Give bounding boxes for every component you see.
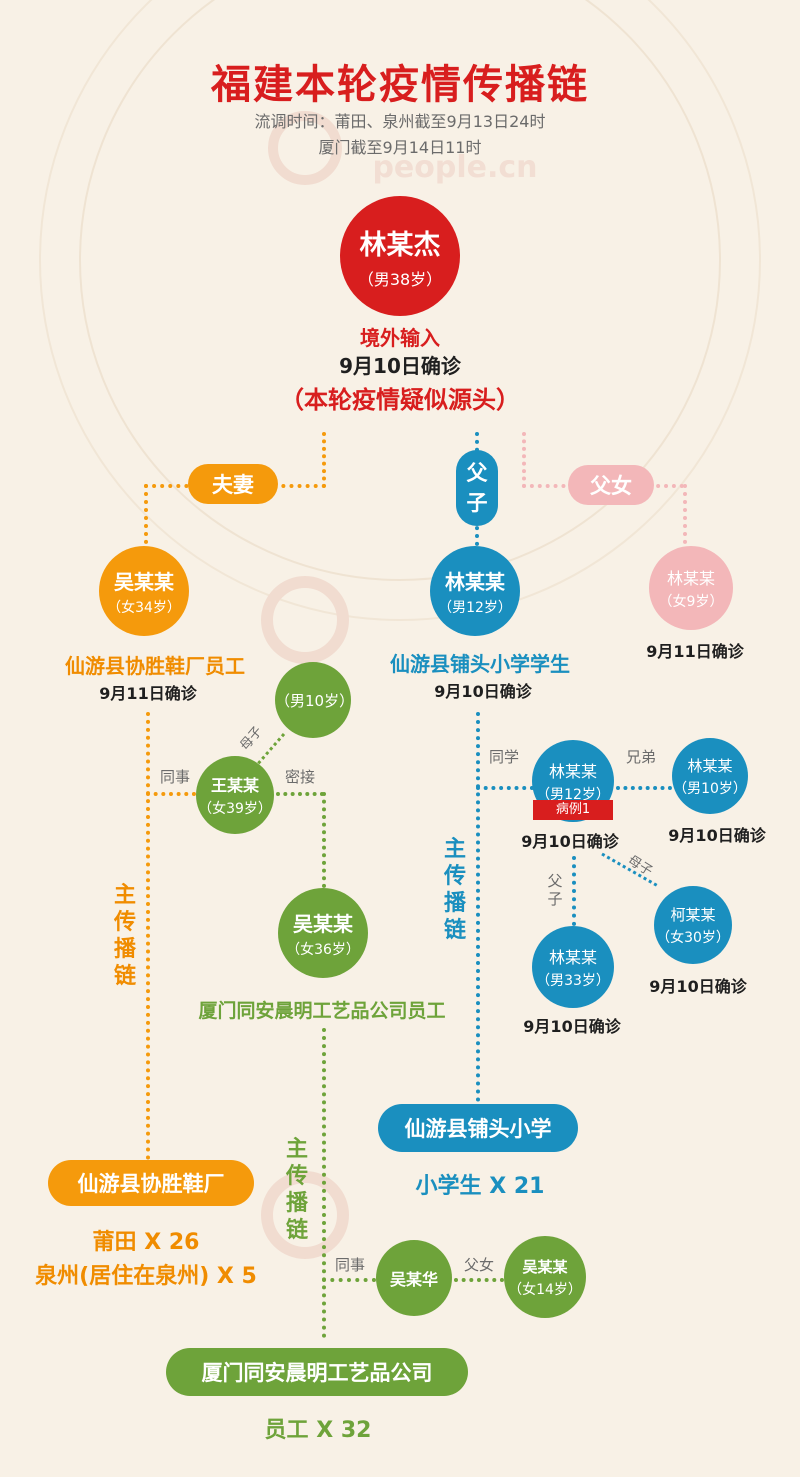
line-mother-son [254,733,286,767]
school-count: 小学生 X 21 [415,1174,545,1199]
wife-age: （女34岁） [107,599,181,616]
line-close-contact-h [276,792,324,796]
wife-org: 仙游县协胜鞋厂员工 [65,654,245,678]
line-brothers [616,786,672,790]
subtitle-line-1: 流调时间：莆田、泉州截至9月13日24时 [254,112,546,131]
shoe-count-quanzhou: 泉州(居住在泉州) X 5 [35,1264,257,1289]
boy10-node: （男10岁） [275,662,355,738]
main-chain-label-blue: 主传播链 [443,837,466,943]
daughter-name: 林某某 [666,569,715,588]
wang-name: 王某某 [210,776,259,795]
relation-father-daughter: 父女 [568,465,654,505]
source-age: （男38岁） [357,269,443,289]
lin33-date: 9月10日确诊 [523,1017,621,1036]
subtitle-line-2: 厦门截至9月14日11时 [318,138,482,157]
boy10-age: （男10岁） [275,691,355,710]
line-son-to-school [476,712,480,1102]
brother-name: 林某某 [687,756,733,775]
line-close-contact-v [322,792,326,888]
craft-company-pill: 厦门同安晨明工艺品公司 [166,1348,468,1396]
relation-brothers: 兄弟 [625,748,657,766]
wu14-age: （女14岁） [508,1281,582,1298]
case1-date: 9月10日确诊 [521,832,619,851]
relation-colleague: 同事 [159,768,191,786]
wife-date: 9月11日确诊 [99,684,197,703]
wu36-age: （女36岁） [286,941,360,958]
source-note: （本轮疫情疑似源头） [280,386,520,414]
daughter-age: （女9岁） [658,594,724,610]
relation-father-son-2: 父子 [547,872,563,908]
ke-age: （女30岁） [656,929,730,946]
source-name: 林某杰 [359,229,441,261]
wuhua-node: 吴某华 [376,1240,452,1316]
source-node-circle: 林某杰 （男38岁） [340,196,460,316]
relation-spouse: 夫妻 [188,464,278,504]
lin33-age: （男33岁） [536,973,610,989]
line-spouse-v [322,432,326,488]
relation-father-son-label: 父子 [466,461,488,515]
brother-age: （男10岁） [673,780,747,797]
wu14-name: 吴某某 [522,1257,568,1276]
wu36-org: 厦门同安晨明工艺品公司员工 [198,1000,446,1022]
line-wife-to-shoe [146,712,150,1160]
line-craft-chain [322,1028,326,1338]
brother-node: 林某某 （男10岁） [672,738,748,814]
son-date: 9月10日确诊 [434,682,532,701]
son-node: 林某某 （男12岁） [430,546,520,636]
relation-classmate: 同学 [488,748,520,766]
line-fatherdaughter-down [683,484,687,544]
line-colleague [146,792,196,796]
craft-count: 员工 X 32 [264,1418,372,1443]
line-father-son-2 [572,856,576,926]
main-chain-label-green: 主传播链 [285,1137,308,1243]
wu14-node: 吴某某 （女14岁） [504,1236,586,1318]
son-org: 仙游县铺头小学学生 [390,652,570,676]
brother-date: 9月10日确诊 [668,826,766,845]
wife-name: 吴某某 [114,569,174,594]
shoe-factory-pill: 仙游县协胜鞋厂 [48,1160,254,1206]
relation-father-daughter-2: 父女 [463,1256,495,1274]
wuhua-name: 吴某华 [389,1270,438,1289]
ke-name: 柯某某 [670,905,716,924]
case1-badge: 病例1 [533,800,613,820]
relation-colleague-2: 同事 [334,1256,366,1274]
wu36-name: 吴某某 [293,911,353,936]
wang-node: 王某某 （女39岁） [196,756,274,834]
wu36-node: 吴某某 （女36岁） [278,888,368,978]
line-father-daughter-2 [454,1278,504,1282]
relation-father-son: 父子 [456,450,498,526]
line-fatherdaughter-v [522,432,526,488]
page-title: 福建本轮疫情传播链 [211,62,589,108]
line-colleague-2 [322,1278,376,1282]
ke-date: 9月10日确诊 [649,977,747,996]
lin33-node: 林某某 （男33岁） [532,926,614,1008]
source-type: 境外输入 [360,326,440,350]
lin33-name: 林某某 [548,948,597,967]
wife-node: 吴某某 （女34岁） [99,546,189,636]
son-age: （男12岁） [438,599,512,616]
source-date: 9月10日确诊 [339,354,461,378]
main-chain-label-orange: 主传播链 [113,883,136,989]
line-spouse-down [144,484,148,544]
shoe-count-putian: 莆田 X 26 [92,1230,200,1255]
school-pill: 仙游县铺头小学 [378,1104,578,1152]
wang-age: （女39岁） [198,801,272,817]
son-name: 林某某 [445,569,505,594]
line-classmate [476,786,534,790]
relation-close-contact: 密接 [284,768,316,786]
line-mother-son-2 [601,852,659,888]
case1-name: 林某某 [548,762,597,781]
watermark: people.cn [372,150,538,185]
ke-node: 柯某某 （女30岁） [654,886,732,964]
daughter-date: 9月11日确诊 [646,642,744,661]
daughter-node: 林某某 （女9岁） [649,546,733,630]
case1-age: （男12岁） [536,787,610,803]
